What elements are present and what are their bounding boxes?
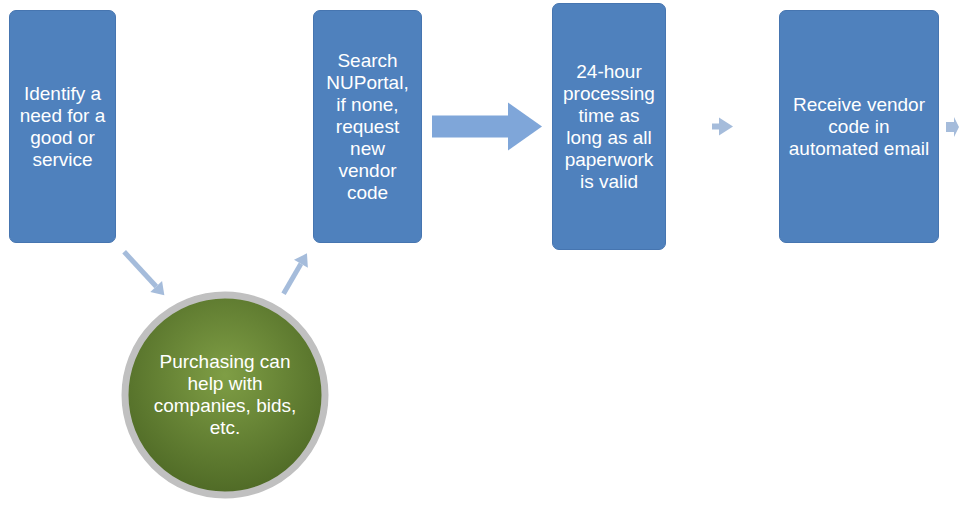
node-text: Purchasing can help with companies, bids… xyxy=(150,351,300,439)
node-text: Identify a need for a good or service xyxy=(16,83,109,171)
node-text: Search NUPortal, if none, request new ve… xyxy=(320,50,415,204)
trailing-arrow xyxy=(946,117,959,137)
process-box: 24-hour processing time as long as all p… xyxy=(552,3,666,250)
node-text: 24-hour processing time as long as all p… xyxy=(559,61,659,193)
arrow-head xyxy=(508,103,542,151)
process-box: Search NUPortal, if none, request new ve… xyxy=(313,10,422,243)
flow-arrow xyxy=(284,253,308,293)
arrow-head xyxy=(294,253,308,267)
flow-arrow xyxy=(124,252,164,295)
process-box: Receive vendor code in automated email xyxy=(779,10,939,243)
arrow-head xyxy=(719,118,733,136)
callout-circle: Purchasing can help with companies, bids… xyxy=(120,290,330,500)
circle-shape xyxy=(125,295,325,495)
arrow-shaft xyxy=(124,252,156,287)
arrow-shaft xyxy=(712,124,719,130)
node-text: Receive vendor code in automated email xyxy=(786,94,932,160)
flow-arrow xyxy=(432,103,542,151)
arrow-shaft xyxy=(432,116,508,138)
process-box: Identify a need for a good or service xyxy=(9,10,116,243)
arrow-head xyxy=(150,281,164,295)
flow-arrow xyxy=(712,118,733,136)
arrow-shaft xyxy=(284,264,301,294)
